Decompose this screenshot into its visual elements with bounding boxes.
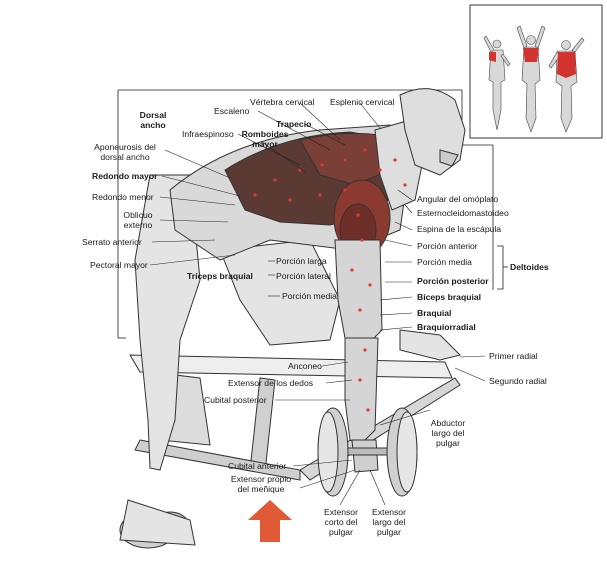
label-aponeurosis: Aponeurosis del dorsal ancho xyxy=(94,142,156,162)
label-vertebra-cervical: Vértebra cervical xyxy=(250,97,315,107)
arrow-icon xyxy=(248,500,292,542)
head xyxy=(374,88,466,211)
label-braquiorradial: Braquiorradial xyxy=(417,322,476,332)
label-serrato-anterior: Serrato anterior xyxy=(82,237,142,247)
label-porcion-larga: Porción larga xyxy=(276,256,327,266)
label-cubital-posterior: Cubital posterior xyxy=(204,395,267,405)
muscle-markers xyxy=(253,148,407,412)
label-deltoides: Deltoides xyxy=(510,262,549,272)
label-escaleno: Escaleno xyxy=(214,106,250,116)
label-oblicuo-externo: Oblicuo externo xyxy=(123,210,153,230)
label-porcion-media-deltoides: Porción media xyxy=(417,257,472,267)
label-porcion-lateral: Porción lateral xyxy=(276,271,331,281)
label-segundo-radial: Segundo radial xyxy=(489,376,547,386)
label-porcion-anterior: Porción anterior xyxy=(417,241,478,251)
label-porcion-media-triceps: Porción media xyxy=(282,291,337,301)
frame-lines xyxy=(117,89,494,339)
label-esplenio-cervical: Esplenio cervical xyxy=(330,97,395,107)
body-outline xyxy=(119,174,461,546)
label-braquial: Braquial xyxy=(417,308,452,318)
label-trapecio: Trapecio xyxy=(276,119,312,129)
label-esternocleidomastoideo: Esternocleidomastoideo xyxy=(417,208,509,218)
label-romboides-mayor: Romboides mayor xyxy=(241,129,289,149)
label-redondo-menor: Redondo menor xyxy=(92,192,154,202)
label-abductor-largo: Abductor largo del pulgar xyxy=(430,418,466,448)
label-cubital-anterior: Cubital anterior xyxy=(228,461,287,471)
label-redondo-mayor: Redondo mayor xyxy=(92,171,158,181)
dumbbell xyxy=(317,407,418,497)
label-biceps-braquial: Bíceps braquial xyxy=(417,292,481,302)
label-triceps-braquial: Tríceps braquial xyxy=(187,271,253,281)
leader-lines xyxy=(149,102,486,506)
label-angular-omoplato: Angular del omóplato xyxy=(417,194,499,204)
label-extensor-menique: Extensor propio del meñique xyxy=(230,474,292,494)
label-pectoral-mayor: Pectoral mayor xyxy=(90,260,148,270)
label-primer-radial: Primer radial xyxy=(489,351,538,361)
inset-thumbnail xyxy=(469,4,603,139)
label-espina-escapula: Espina de la escápula xyxy=(417,224,502,234)
label-anconeo: Anconeo xyxy=(288,361,322,371)
label-porcion-posterior: Porción posterior xyxy=(417,276,489,286)
label-dorsal-ancho: Dorsal ancho xyxy=(139,110,167,130)
label-extensor-corto: Extensor corto del pulgar xyxy=(324,507,358,537)
label-infraespinoso: Infraespinoso xyxy=(182,129,234,139)
label-extensor-largo: Extensor largo del pulgar xyxy=(372,507,406,537)
label-extensor-dedos: Extensor de los dedos xyxy=(228,378,314,388)
deltoid-bracket xyxy=(497,245,508,290)
